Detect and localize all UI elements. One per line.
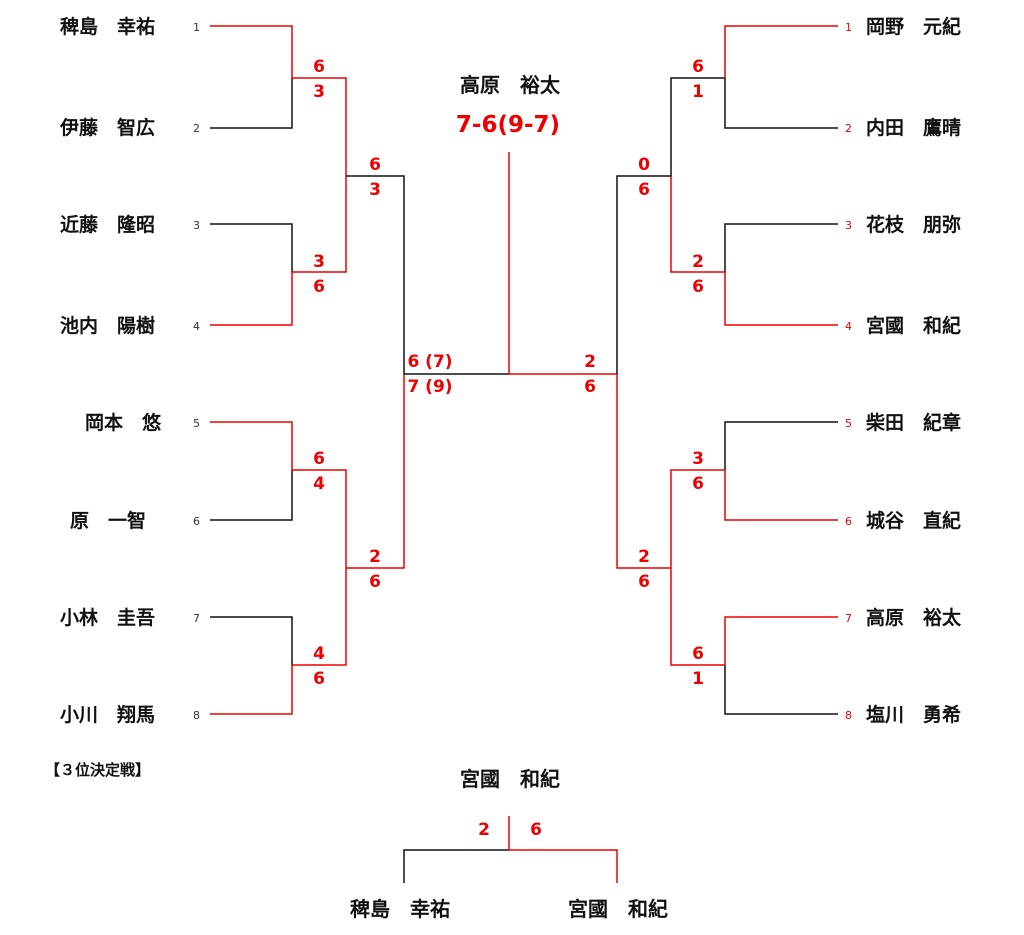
third-place-winner: 宮國 和紀 — [460, 767, 560, 791]
bracket-line-r3 — [724, 223, 838, 272]
score-l-r1-m2-top: 3 — [313, 252, 325, 272]
right-player-name-5: 柴田 紀章 — [865, 411, 961, 434]
third-place-title: 【３位決定戦】 — [45, 761, 150, 779]
bracket-line-l-sfb — [346, 374, 405, 569]
bracket-line-r2 — [724, 78, 838, 129]
score-r-r2-m2-top: 2 — [638, 547, 650, 567]
score-r-r2-m1-top: 0 — [638, 155, 650, 175]
left-player-name-6: 原 一智 — [70, 509, 146, 532]
bracket-line-r-sfa — [616, 175, 671, 374]
bracket-line-r5 — [724, 421, 838, 470]
left-player-name-1: 稗島 幸祐 — [60, 15, 155, 38]
score-r-sf-top: 2 — [584, 352, 596, 372]
right-player-name-6: 城谷 直紀 — [866, 509, 961, 532]
bracket-line-r-sfb — [616, 374, 671, 569]
score-r-r1-m2-bottom: 6 — [692, 277, 704, 297]
third-place-line-left — [403, 849, 509, 883]
third-place-right-player: 宮國 和紀 — [568, 897, 668, 921]
score-r-r1-m4-bottom: 1 — [692, 669, 704, 689]
score-l-sf-top: 6 (7) — [407, 352, 452, 372]
bracket-line-l8 — [210, 665, 293, 715]
bracket-line-r-r2d — [670, 568, 725, 666]
right-player-name-7: 高原 裕太 — [866, 606, 962, 629]
score-l-r1-m4-bottom: 6 — [313, 669, 325, 689]
bracket-line-r7 — [724, 616, 838, 665]
right-seed-6: 6 — [845, 515, 852, 528]
bracket-line-l-r2a — [292, 77, 347, 176]
score-l-r2-m2-top: 2 — [369, 547, 381, 567]
score-r-r1-m3-top: 3 — [692, 449, 704, 469]
score-r-r1-m2-top: 2 — [692, 252, 704, 272]
left-player-name-5: 岡本 悠 — [85, 411, 162, 434]
left-seed-4: 4 — [193, 320, 200, 333]
bracket-line-l5 — [210, 421, 293, 470]
champion-name: 高原 裕太 — [460, 73, 561, 97]
right-player-name-4: 宮國 和紀 — [866, 314, 961, 337]
third-place-right-score: 6 — [530, 820, 542, 840]
bracket-line-r-r2c — [670, 469, 725, 568]
right-seed-2: 2 — [845, 122, 852, 135]
left-seed-6: 6 — [193, 515, 200, 528]
score-l-r1-m3-bottom: 4 — [313, 474, 325, 494]
bracket-line-l7 — [210, 616, 293, 665]
left-player-name-7: 小林 圭吾 — [60, 606, 155, 629]
left-seed-8: 8 — [193, 709, 200, 722]
left-seed-1: 1 — [193, 21, 200, 34]
score-r-r1-m3-bottom: 6 — [692, 474, 704, 494]
bracket-line-l-sfa — [346, 175, 405, 374]
score-l-r1-m1-top: 6 — [313, 57, 325, 77]
bracket-line-r1 — [724, 25, 838, 78]
right-player-name-1: 岡野 元紀 — [866, 15, 961, 38]
third-place-left-score: 2 — [478, 820, 490, 840]
final-score: 7-6(9-7) — [456, 112, 560, 138]
score-l-r2-m1-top: 6 — [369, 155, 381, 175]
right-seed-5: 5 — [845, 417, 852, 430]
bracket-line-l2 — [210, 78, 293, 129]
third-place-line-right — [509, 849, 618, 883]
left-player-name-3: 近藤 隆昭 — [60, 213, 155, 236]
left-seed-3: 3 — [193, 219, 200, 232]
bracket-line-l-r2b — [292, 176, 347, 273]
bracket-line-l4 — [210, 272, 293, 326]
bracket-line-r-r2a — [670, 77, 725, 176]
score-r-r2-m2-bottom: 6 — [638, 572, 650, 592]
score-l-r2-m2-bottom: 6 — [369, 572, 381, 592]
bracket-line-r8 — [724, 665, 838, 715]
bracket-line-l3 — [210, 223, 293, 272]
bracket-line-r4 — [724, 272, 838, 326]
right-seed-8: 8 — [845, 709, 852, 722]
right-player-name-2: 内田 鷹晴 — [866, 116, 961, 139]
right-seed-4: 4 — [845, 320, 852, 333]
bracket-line-l1 — [210, 25, 293, 78]
score-r-r1-m1-bottom: 1 — [692, 82, 704, 102]
left-player-name-2: 伊藤 智広 — [59, 116, 155, 139]
third-place-left-player: 稗島 幸祐 — [350, 897, 450, 921]
left-seed-7: 7 — [193, 612, 200, 625]
right-seed-3: 3 — [845, 219, 852, 232]
left-player-name-8: 小川 翔馬 — [60, 703, 155, 726]
score-l-r1-m4-top: 4 — [313, 644, 325, 664]
score-r-r2-m1-bottom: 6 — [638, 180, 650, 200]
score-l-r1-m1-bottom: 3 — [313, 82, 325, 102]
bracket-line-l-r2c — [292, 469, 347, 568]
bracket-line-l-r2d — [292, 568, 347, 666]
score-r-sf-bottom: 6 — [584, 377, 596, 397]
score-r-r1-m4-top: 6 — [692, 644, 704, 664]
right-seed-7: 7 — [845, 612, 852, 625]
bracket-line-r6 — [724, 470, 838, 521]
score-l-sf-bottom: 7 (9) — [407, 377, 452, 397]
score-l-r1-m2-bottom: 6 — [313, 277, 325, 297]
left-seed-2: 2 — [193, 122, 200, 135]
score-r-r1-m1-top: 6 — [692, 57, 704, 77]
bracket-line-l6 — [210, 470, 293, 521]
left-player-name-4: 池内 陽樹 — [60, 314, 155, 337]
score-l-r1-m3-top: 6 — [313, 449, 325, 469]
right-player-name-8: 塩川 勇希 — [866, 703, 961, 726]
bracket-line-r-r2b — [670, 176, 725, 273]
left-seed-5: 5 — [193, 417, 200, 430]
score-l-r2-m1-bottom: 3 — [369, 180, 381, 200]
right-player-name-3: 花枝 朋弥 — [866, 213, 961, 236]
right-seed-1: 1 — [845, 21, 852, 34]
